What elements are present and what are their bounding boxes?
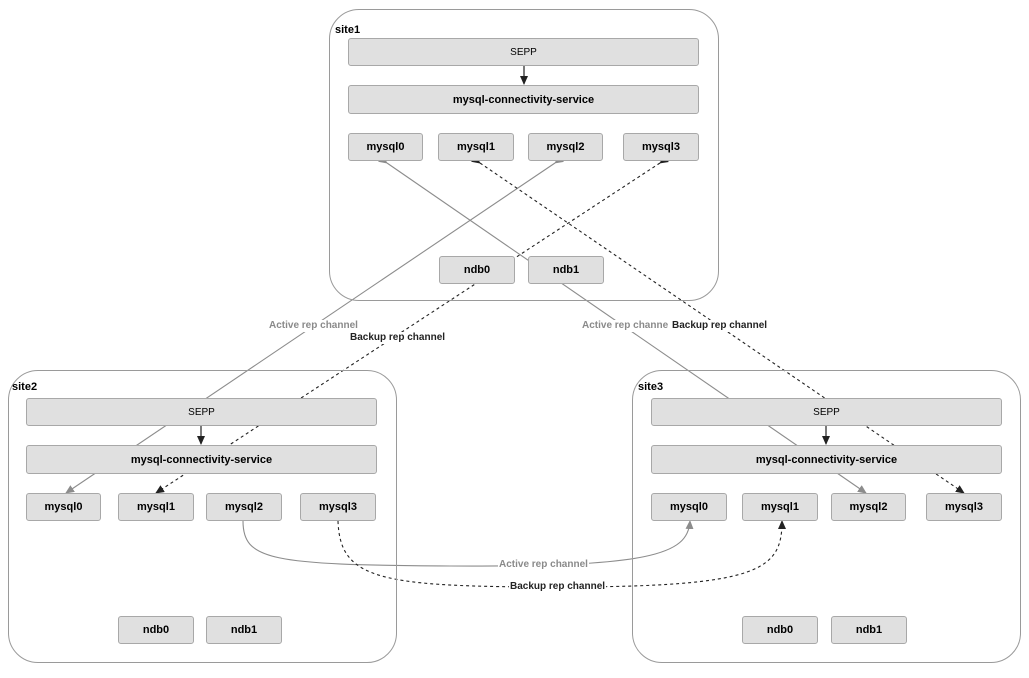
channel-label-s1-s3-backup: Backup rep channel <box>671 320 769 332</box>
site3-mysql0[interactable]: mysql0 <box>651 493 727 521</box>
site2-mysql0[interactable]: mysql0 <box>26 493 101 521</box>
channel-label-s1-s3-active: Active rep channe <box>581 320 670 332</box>
site1-label: site1 <box>335 24 361 36</box>
site1-container <box>329 9 719 301</box>
channel-label-s1-s2-active: Active rep channel <box>268 320 359 332</box>
site2-label: site2 <box>12 381 38 393</box>
site3-ndb0[interactable]: ndb0 <box>742 616 818 644</box>
site1-sepp[interactable]: SEPP <box>348 38 699 66</box>
site3-label: site3 <box>638 381 664 393</box>
site1-mysql3[interactable]: mysql3 <box>623 133 699 161</box>
site3-mysql2[interactable]: mysql2 <box>831 493 906 521</box>
site3-mysql1[interactable]: mysql1 <box>742 493 818 521</box>
site3-sepp[interactable]: SEPP <box>651 398 1002 426</box>
site2-mysql3[interactable]: mysql3 <box>300 493 376 521</box>
site3-ndb1[interactable]: ndb1 <box>831 616 907 644</box>
site2-ndb0[interactable]: ndb0 <box>118 616 194 644</box>
channel-label-s2-s3-active: Active rep channel <box>498 559 589 571</box>
site3-container <box>632 370 1021 663</box>
site1-mysql0[interactable]: mysql0 <box>348 133 423 161</box>
site2-connectivity-service[interactable]: mysql-connectivity-service <box>26 445 377 474</box>
site2-mysql2[interactable]: mysql2 <box>206 493 282 521</box>
site2-ndb1[interactable]: ndb1 <box>206 616 282 644</box>
site1-ndb1[interactable]: ndb1 <box>528 256 604 284</box>
site2-mysql1[interactable]: mysql1 <box>118 493 194 521</box>
site3-connectivity-service[interactable]: mysql-connectivity-service <box>651 445 1002 474</box>
channel-label-s1-s2-backup: Backup rep channel <box>349 332 447 344</box>
site1-mysql1[interactable]: mysql1 <box>438 133 514 161</box>
site2-sepp[interactable]: SEPP <box>26 398 377 426</box>
site1-mysql2[interactable]: mysql2 <box>528 133 603 161</box>
site3-mysql3[interactable]: mysql3 <box>926 493 1002 521</box>
site2-container <box>8 370 397 663</box>
channel-label-s2-s3-backup: Backup rep channel <box>509 581 607 593</box>
site1-connectivity-service[interactable]: mysql-connectivity-service <box>348 85 699 114</box>
site1-ndb0[interactable]: ndb0 <box>439 256 515 284</box>
